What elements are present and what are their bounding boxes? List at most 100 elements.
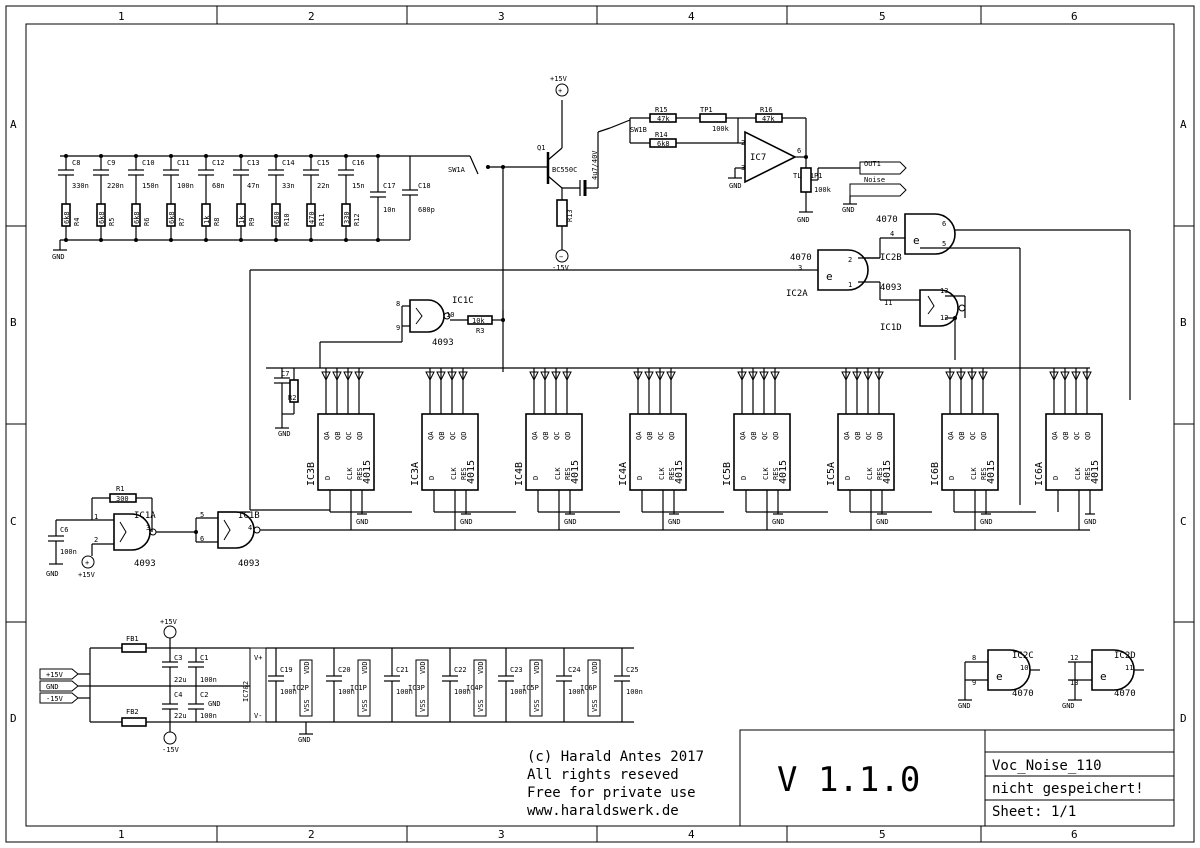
filter-res-value: 680: [273, 211, 281, 224]
ic2c-label: IC2C: [1012, 651, 1034, 661]
c7-label: C7: [281, 370, 289, 378]
col-label-top: 5: [879, 10, 886, 23]
noise-gnd: GND: [842, 206, 855, 214]
filter-cap-label: C15: [317, 159, 330, 167]
r1-value: 300: [116, 495, 129, 503]
ic2c-gnd: GND: [958, 702, 971, 710]
shift-register: [837, 413, 895, 491]
pin-label: QA: [531, 431, 539, 440]
row-label-left: D: [10, 712, 17, 725]
ic1a-vcc: +15V: [78, 571, 96, 579]
c18-value: 680p: [418, 206, 435, 214]
pin-label: QC: [761, 432, 769, 440]
vss-label: VSS: [477, 699, 485, 712]
r3-label: R3: [476, 327, 484, 335]
register-label: IC6A: [1034, 462, 1045, 486]
frame-ticks: [6, 6, 1194, 842]
pin-label: QB: [750, 432, 758, 440]
r14-label: R14: [655, 131, 668, 139]
switch-sw1a: SW1A: [448, 155, 548, 372]
vss-label: VSS: [419, 699, 427, 712]
pin-clk: CLK: [658, 467, 666, 480]
decoupling-cap-label: C20: [338, 666, 351, 674]
pin-d: D: [740, 476, 748, 480]
svg-text:6: 6: [200, 535, 204, 543]
tp1-value: 100k: [712, 125, 730, 133]
vminus-symbol: [163, 731, 177, 745]
ic2d-type: 4070: [1114, 689, 1136, 699]
sw1b-label: SW1B: [630, 126, 647, 134]
q1-label: Q1: [537, 144, 545, 152]
pin-clk: CLK: [866, 467, 874, 480]
c4-value: 22u: [174, 712, 187, 720]
r1-label: R1: [116, 485, 124, 493]
filter-res-label: R6: [143, 218, 151, 226]
ic1a-label: IC1A: [134, 511, 156, 521]
decoupling-cap-value: 100n: [568, 688, 585, 696]
filter-res-value: 6k8: [63, 211, 71, 224]
svg-text:6: 6: [797, 147, 801, 155]
decoupling-cap-label: C21: [396, 666, 409, 674]
c5-label: 4u7/40V: [591, 150, 599, 180]
pin-clk: CLK: [346, 467, 354, 480]
register-type: 4015: [466, 460, 477, 484]
pin-label: QA: [947, 431, 955, 440]
c6-label: C6: [60, 526, 68, 534]
project-name: Voc_Noise_110: [992, 758, 1102, 774]
decoupling-ic-label: IC1P: [350, 684, 367, 692]
row-label-right: D: [1180, 712, 1187, 725]
pin-clk: CLK: [450, 467, 458, 480]
svg-text:4: 4: [890, 230, 894, 238]
svg-text:6: 6: [942, 220, 946, 228]
pin-res: RES: [356, 467, 364, 480]
register-type: 4015: [986, 460, 997, 484]
filter-res-label: R7: [178, 218, 186, 226]
fb2-label: FB2: [126, 708, 139, 716]
reg-gnd: GND: [876, 518, 889, 526]
power-port-label: -15V: [46, 695, 64, 703]
pin-label: QD: [772, 432, 780, 440]
filter-cap-label: C10: [142, 159, 155, 167]
svg-text:11: 11: [1125, 664, 1133, 672]
pin-label: QD: [1084, 432, 1092, 440]
pin-label: QD: [876, 432, 884, 440]
ic1b-type: 4093: [238, 559, 260, 569]
r13-label: R13: [566, 209, 574, 222]
row-label-left: A: [10, 118, 17, 131]
pin-label: QA: [323, 431, 331, 440]
svg-text:e: e: [1100, 670, 1107, 683]
svg-text:13: 13: [940, 287, 948, 295]
decoupling-ic-label: IC2P: [292, 684, 309, 692]
svg-text:−: −: [559, 253, 563, 261]
filter-cap-value: 68n: [212, 182, 225, 190]
r16-label: R16: [760, 106, 773, 114]
row-label-right: B: [1180, 316, 1187, 329]
vss-label: VSS: [533, 699, 541, 712]
pin-res: RES: [564, 467, 572, 480]
col-label-top: 3: [498, 10, 505, 23]
q1-vminus: -15V: [552, 264, 570, 272]
pin-label: QD: [668, 432, 676, 440]
filter-res-value: 470: [308, 211, 316, 224]
gnd-label: GND: [208, 700, 221, 708]
pin-label: QA: [635, 431, 643, 440]
r3-value: 10k: [472, 317, 485, 325]
decoupling-cap-value: 100n: [338, 688, 355, 696]
shift-register: [629, 413, 687, 491]
noise-port: Noise: [864, 176, 885, 184]
vdd-label: VDD: [303, 661, 311, 674]
ic-power-pins: [529, 659, 543, 717]
pin-label: QC: [1073, 432, 1081, 440]
vss-label: VSS: [303, 699, 311, 712]
pin-d: D: [428, 476, 436, 480]
decoupling-cap-value: 100n: [626, 688, 643, 696]
filter-res-value: 1k: [238, 215, 246, 224]
ic7-gnd: GND: [729, 182, 742, 190]
vminus-label: -15V: [162, 746, 180, 754]
register-type: 4015: [570, 460, 581, 484]
pin-d: D: [1052, 476, 1060, 480]
pin-res: RES: [980, 467, 988, 480]
